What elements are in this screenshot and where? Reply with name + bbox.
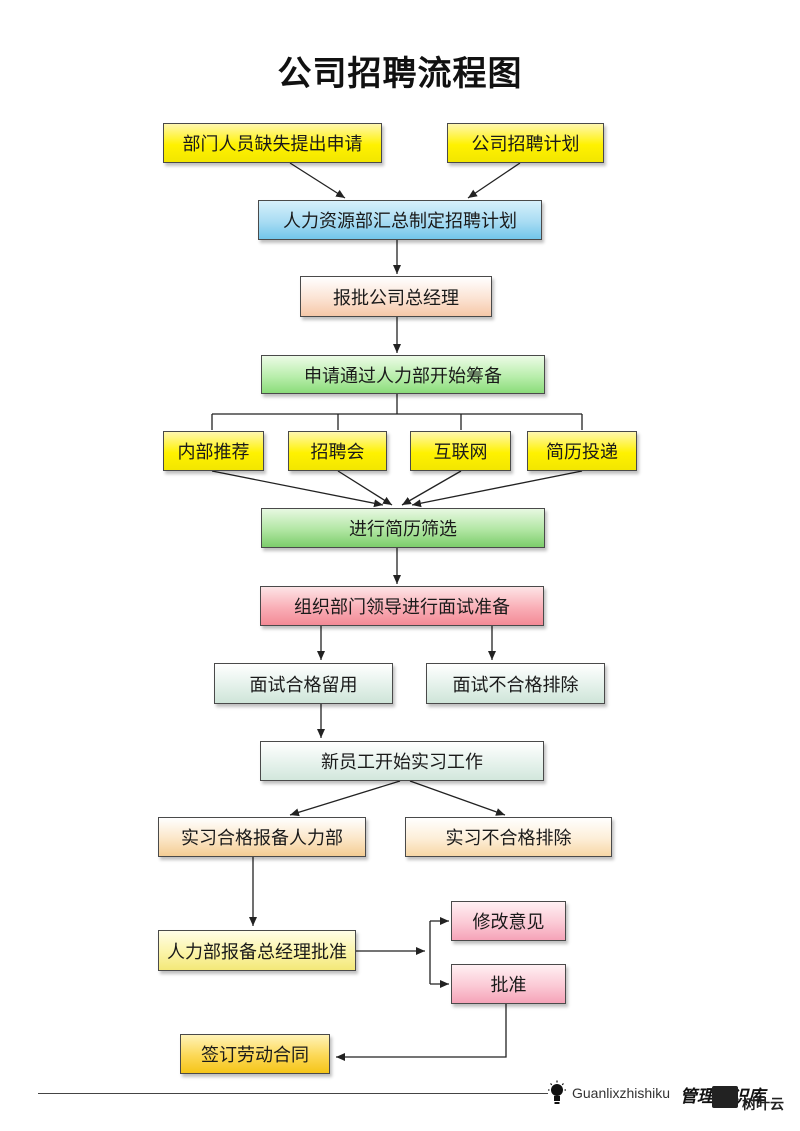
intern-pass-label: 实习合格报备人力部 bbox=[181, 828, 343, 849]
screening-box: 进行简历筛选 bbox=[261, 508, 545, 548]
hr-report-gm-box: 人力部报备总经理批准 bbox=[158, 930, 356, 971]
intern-pass-box: 实习合格报备人力部 bbox=[158, 817, 366, 857]
screening-label: 进行简历筛选 bbox=[349, 519, 457, 540]
arrow-resume-to-screen bbox=[411, 470, 583, 508]
job-fair-label: 招聘会 bbox=[310, 442, 365, 463]
arrow-internal-to-screen bbox=[211, 470, 384, 508]
internet-label: 互联网 bbox=[433, 442, 488, 463]
arrow-dept-to-summary bbox=[289, 162, 346, 199]
hr-report-gm-label: 人力部报备总经理批准 bbox=[167, 941, 347, 963]
approve-box: 批准 bbox=[451, 964, 566, 1004]
arrow-fair-to-screen bbox=[337, 470, 393, 506]
footer-brand: Guanlixzhishiku bbox=[572, 1085, 671, 1101]
interview-prep-label: 组织部门领导进行面试准备 bbox=[294, 597, 510, 618]
interview-fail-label: 面试不合格排除 bbox=[452, 674, 579, 696]
resume-post-box: 简历投递 bbox=[527, 431, 637, 471]
internal-referral-box: 内部推荐 bbox=[163, 431, 264, 471]
revise-box: 修改意见 bbox=[451, 901, 566, 941]
internship-box: 新员工开始实习工作 bbox=[260, 741, 544, 781]
hr-summary-box: 人力资源部汇总制定招聘计划 bbox=[258, 200, 542, 240]
sign-contract-box: 签订劳动合同 bbox=[180, 1034, 330, 1074]
internet-box: 互联网 bbox=[410, 431, 511, 471]
dept-request-label: 部门人员缺失提出申请 bbox=[182, 134, 363, 155]
job-fair-box: 招聘会 bbox=[288, 431, 387, 471]
company-plan-label: 公司招聘计划 bbox=[471, 134, 580, 155]
arrow-intern-to-pass bbox=[289, 780, 401, 817]
company-plan-box: 公司招聘计划 bbox=[447, 123, 604, 163]
intern-fail-box: 实习不合格排除 bbox=[405, 817, 612, 857]
internal-referral-label: 内部推荐 bbox=[177, 442, 250, 463]
intern-fail-label: 实习不合格排除 bbox=[445, 828, 572, 849]
hr-prepare-box: 申请通过人力部开始筹备 bbox=[261, 355, 545, 394]
interview-fail-box: 面试不合格排除 bbox=[426, 663, 605, 704]
internship-label: 新员工开始实习工作 bbox=[321, 752, 483, 773]
sign-contract-label: 签订劳动合同 bbox=[201, 1045, 309, 1066]
footer-divider bbox=[38, 1093, 548, 1094]
resume-post-label: 简历投递 bbox=[546, 442, 618, 463]
approve-label: 批准 bbox=[490, 975, 527, 996]
interview-pass-label: 面试合格留用 bbox=[249, 674, 358, 696]
gm-approve-label: 报批公司总经理 bbox=[333, 287, 459, 309]
arrow-intern-to-fail bbox=[409, 780, 506, 816]
interview-prep-box: 组织部门领导进行面试准备 bbox=[260, 586, 544, 626]
dept-request-box: 部门人员缺失提出申请 bbox=[163, 123, 382, 163]
hr-summary-label: 人力资源部汇总制定招聘计划 bbox=[283, 211, 517, 232]
arrow-plan-to-summary bbox=[467, 162, 521, 199]
watermark-logo-icon bbox=[712, 1086, 738, 1108]
hr-prepare-label: 申请通过人力部开始筹备 bbox=[304, 365, 502, 387]
lightbulb-icon bbox=[548, 1080, 566, 1104]
interview-pass-box: 面试合格留用 bbox=[214, 663, 393, 704]
watermark-text: 树叶云 bbox=[742, 1097, 784, 1113]
revise-label: 修改意见 bbox=[472, 912, 545, 933]
arrow-approve-to-contract bbox=[336, 1004, 507, 1061]
page-title: 公司招聘流程图 bbox=[277, 54, 523, 94]
arrow-net-to-screen bbox=[401, 470, 462, 506]
gm-approve-box: 报批公司总经理 bbox=[300, 276, 492, 317]
